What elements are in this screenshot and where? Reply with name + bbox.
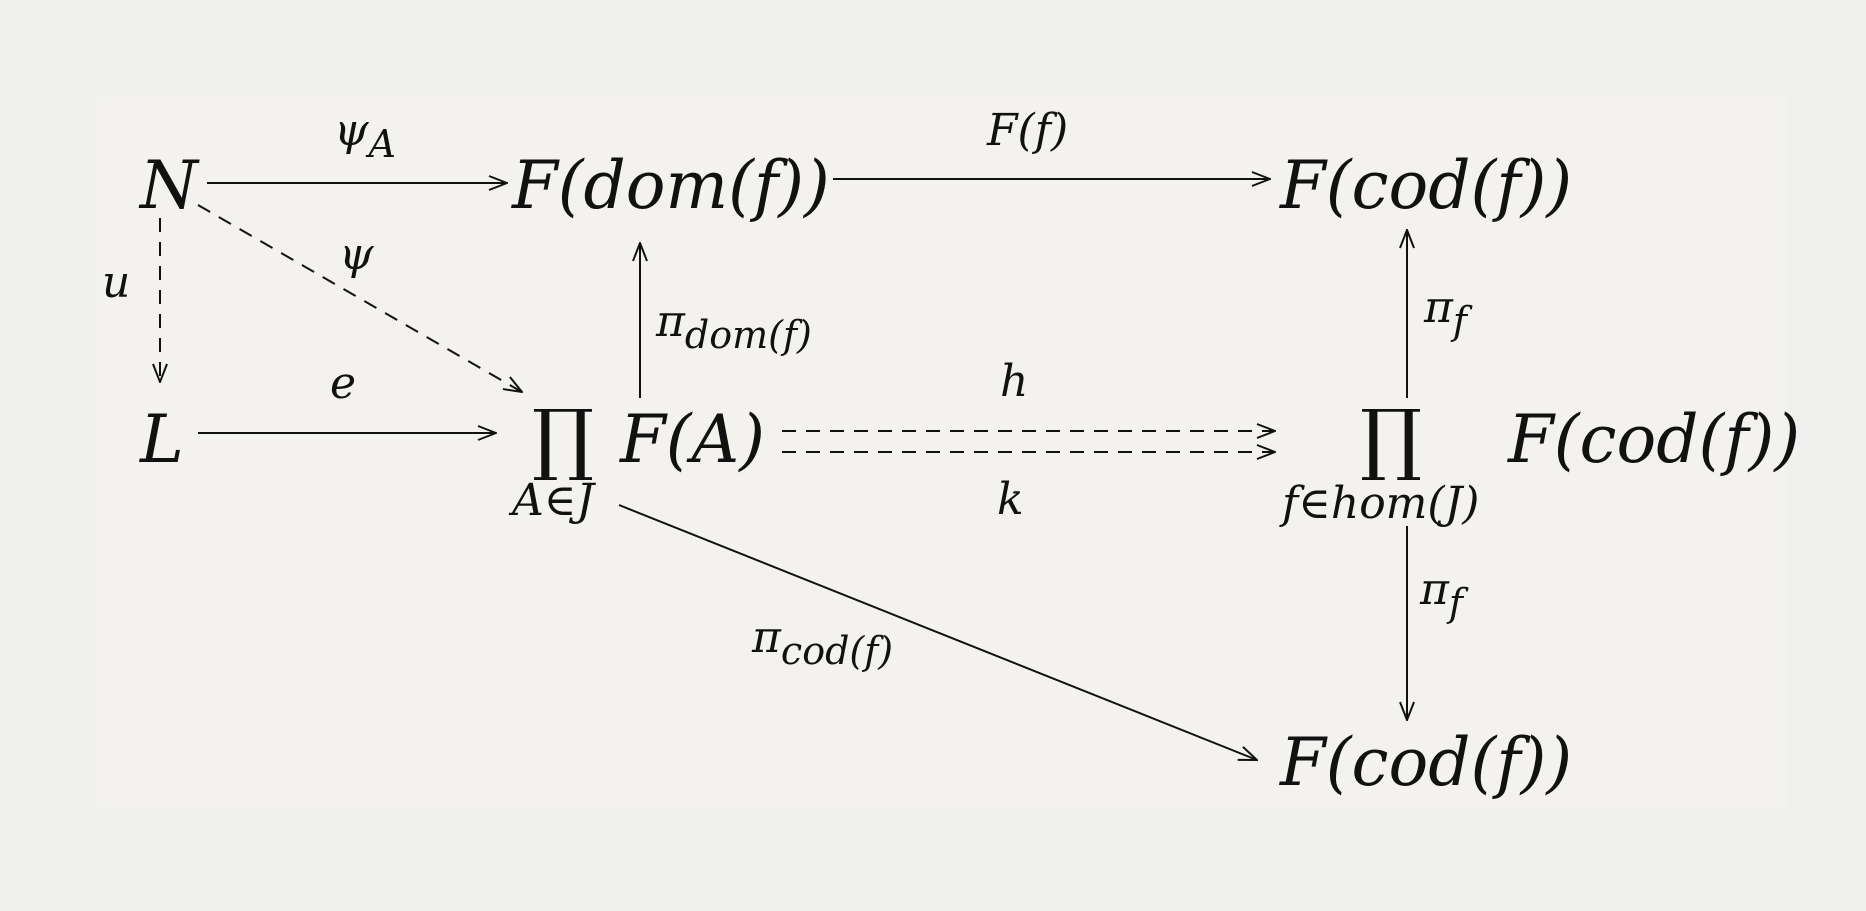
label-pi-f-bottom-main: π xyxy=(1419,564,1450,615)
label-pi-f-top-sub: f xyxy=(1450,299,1473,343)
label-pi-f-top-main: π xyxy=(1423,282,1454,333)
label-pi-cod-f-main: π xyxy=(751,612,782,663)
object-n: N xyxy=(138,147,200,224)
label-h: h xyxy=(1000,356,1028,407)
product-symbol-left: ∏ xyxy=(532,394,594,484)
label-k: k xyxy=(997,474,1024,525)
label-pi-cod-f-sub: cod(f) xyxy=(781,629,893,673)
product-symbol-right: ∏ xyxy=(1360,394,1422,484)
product-left-index: A∈J xyxy=(508,475,596,526)
label-pi-dom-f: πdom(f) xyxy=(655,296,812,357)
label-pi-f-top: πf xyxy=(1423,282,1473,343)
label-psi-a-sub: A xyxy=(366,122,396,166)
label-pi-dom-f-sub: dom(f) xyxy=(685,313,812,357)
arrow-pi-cod-f xyxy=(618,504,1257,760)
label-psi-a: ψA xyxy=(334,105,396,166)
label-e: e xyxy=(330,358,356,409)
object-f-cod-f-bottom: F(cod(f)) xyxy=(1279,724,1572,801)
product-left-term: F(A) xyxy=(619,401,765,478)
label-pi-f-bottom: πf xyxy=(1419,564,1469,625)
label-pi-cod-f: πcod(f) xyxy=(751,612,893,673)
product-right-term: F(cod(f)) xyxy=(1507,401,1800,478)
diagram-panel xyxy=(97,97,1787,807)
label-pi-f-bottom-sub: f xyxy=(1446,581,1469,625)
label-pi-dom-f-main: π xyxy=(655,296,686,347)
product-right-index: f∈hom(J) xyxy=(1279,478,1479,529)
label-psi: ψ xyxy=(339,229,374,280)
object-f-dom-f: F(dom(f)) xyxy=(511,147,830,224)
object-l: L xyxy=(139,401,184,478)
object-f-cod-f-top: F(cod(f)) xyxy=(1279,147,1572,224)
label-f-f: F(f) xyxy=(986,105,1068,156)
label-u: u xyxy=(102,257,130,308)
product-left-index-text: A∈J xyxy=(508,475,596,526)
label-psi-a-main: ψ xyxy=(334,105,369,156)
